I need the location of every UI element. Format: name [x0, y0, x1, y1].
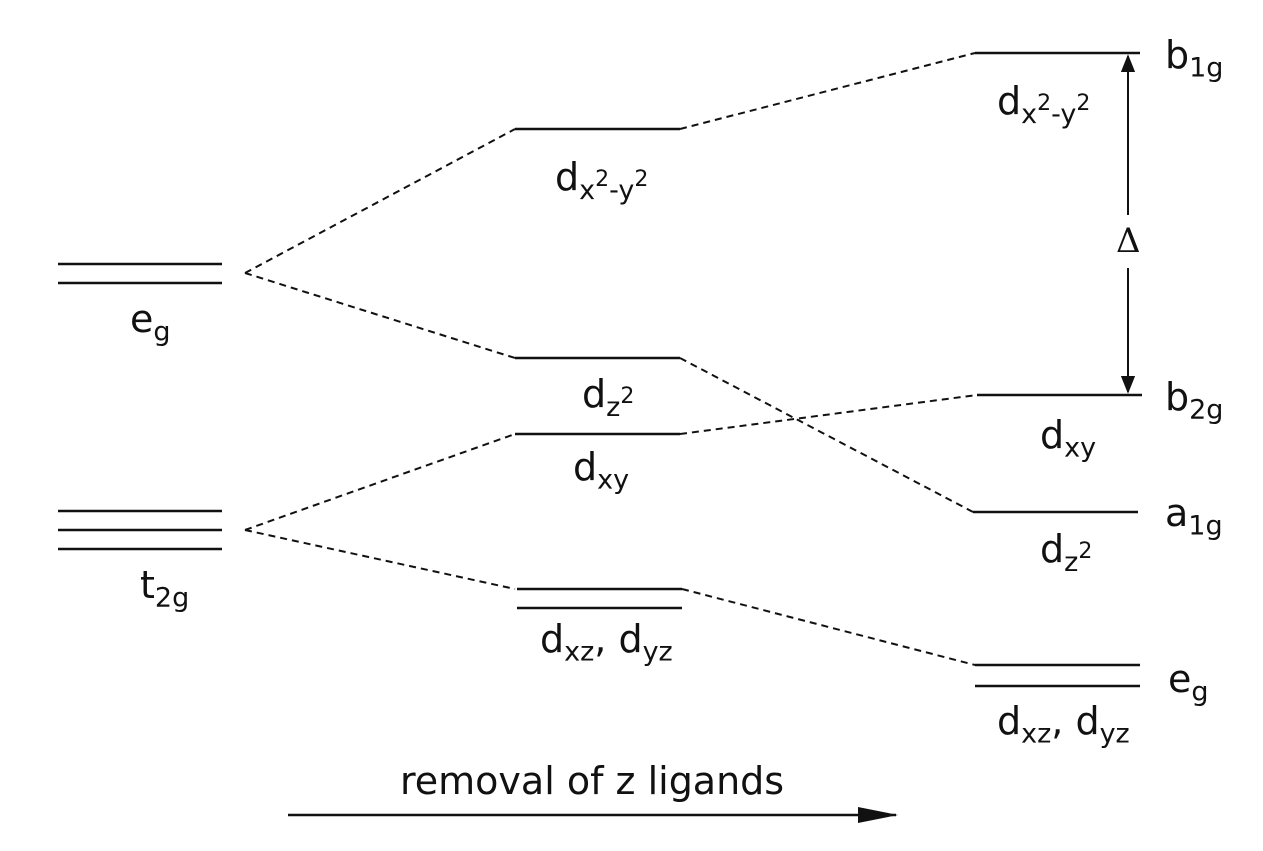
sq-a1g-symmetry-label: a1g — [1165, 491, 1223, 542]
octahedral-t2g-label: t2g — [140, 563, 190, 614]
sq-eg-symmetry-label: eg — [1168, 657, 1209, 708]
sq-b1g-symmetry-label: b1g — [1165, 33, 1224, 84]
sq-b1g-orbital-label: dx2-y2 — [997, 79, 1091, 130]
sq-b2g-orbital-label: dxy — [1040, 413, 1097, 464]
correlation-lines — [244, 52, 978, 666]
delta-label: Δ — [1116, 221, 1141, 261]
arrow-caption: removal of z ligands — [400, 759, 785, 803]
mid-dxy-label: dxy — [573, 445, 630, 496]
sq-eg-level — [975, 663, 1140, 688]
mid-dxz-dyz-label: dxz, dyz — [540, 617, 673, 668]
octahedral-eg-label: eg — [130, 297, 171, 348]
sq-b2g-symmetry-label: b2g — [1165, 375, 1224, 426]
sq-a1g-orbital-label: dz2 — [1040, 527, 1093, 578]
octahedral-t2g-level — [58, 509, 222, 551]
octahedral-eg-level — [58, 262, 222, 285]
sq-eg-orbital-label: dxz, dyz — [997, 699, 1130, 750]
mid-dx2y2-label: dx2-y2 — [555, 155, 649, 206]
mid-dz2-label: dz2 — [582, 372, 635, 423]
mid-dxz-dyz-level — [517, 587, 682, 610]
